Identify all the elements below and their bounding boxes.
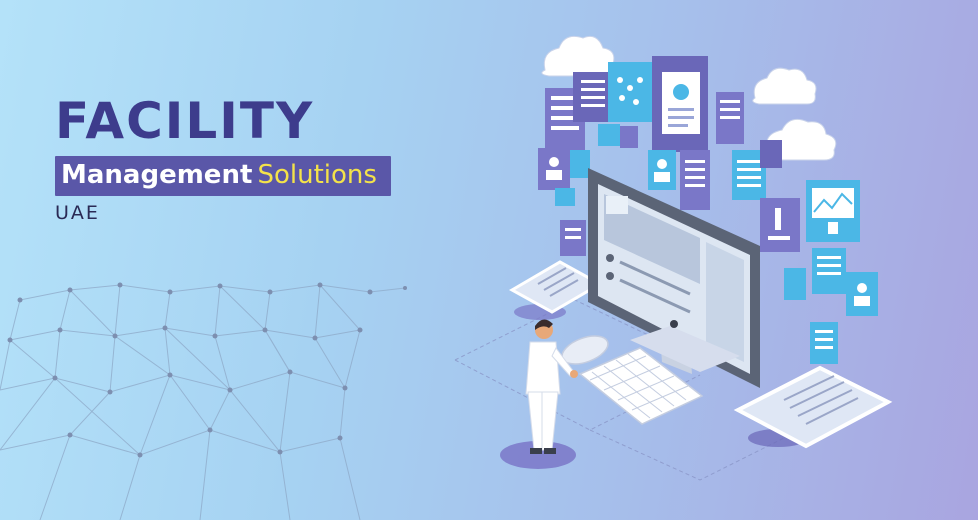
page-title: FACILITY	[55, 92, 315, 150]
subtitle-bold: Management	[61, 160, 253, 190]
network-mesh	[0, 284, 406, 520]
user-profile-icon	[538, 148, 570, 190]
cloud-icon	[541, 35, 837, 161]
tablet-icon	[508, 260, 604, 320]
network-nodes	[7, 282, 407, 458]
tablet-icon	[733, 365, 893, 449]
title-block: FACILITY Management Solutions UAE	[55, 96, 391, 224]
person-figure	[500, 319, 578, 469]
subtitle-accent: Solutions	[257, 160, 377, 190]
monitor-icon	[588, 168, 760, 388]
floating-panels	[538, 56, 878, 364]
keyboard-icon	[578, 347, 704, 425]
region-label: UAE	[55, 202, 100, 224]
subtitle-bar: Management Solutions	[55, 156, 391, 196]
